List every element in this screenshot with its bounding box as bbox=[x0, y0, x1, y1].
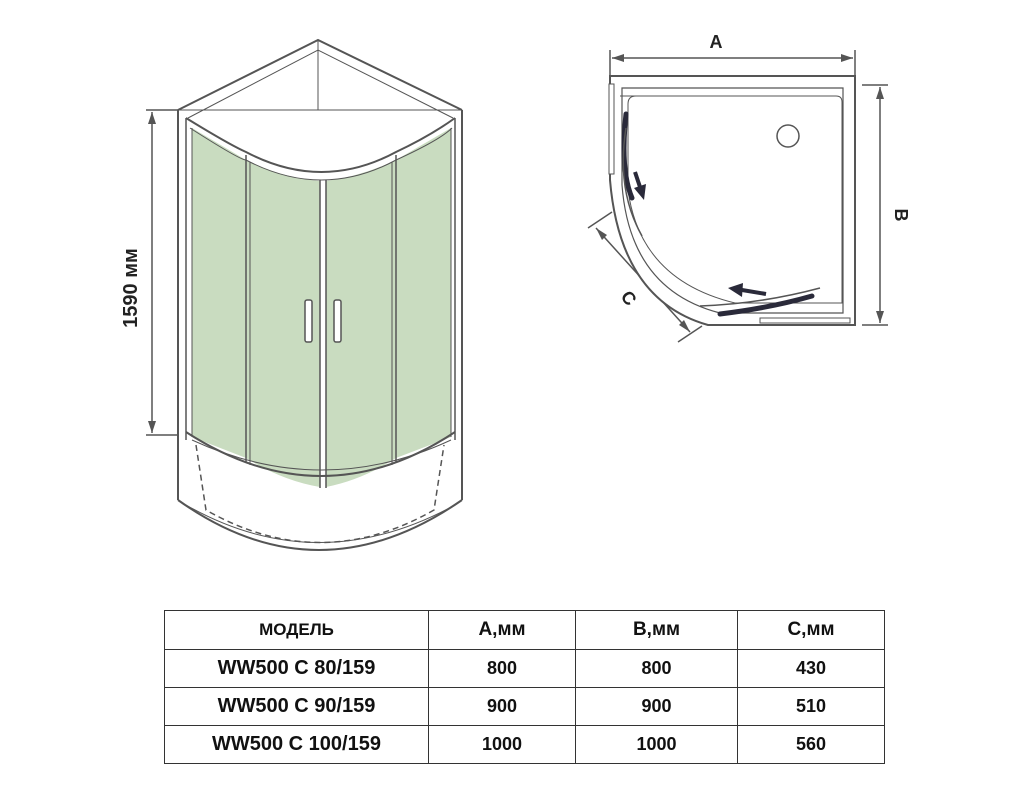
glass-panel-left bbox=[192, 128, 246, 458]
shower-cabin-top-view bbox=[587, 50, 888, 343]
cell-c: 560 bbox=[737, 725, 885, 764]
tray-outline-dashed bbox=[195, 444, 445, 544]
cell-c: 510 bbox=[737, 687, 885, 726]
table-row: WW500 C 100/159 1000 1000 560 bbox=[164, 725, 885, 764]
cell-a: 1000 bbox=[428, 725, 576, 764]
shower-cabin-front-view bbox=[177, 38, 463, 551]
cell-model: WW500 C 100/159 bbox=[164, 725, 429, 764]
header-c: C,мм bbox=[737, 610, 885, 650]
table-header-row: МОДЕЛЬ A,мм B,мм C,мм bbox=[164, 610, 885, 650]
cell-model: WW500 C 90/159 bbox=[164, 687, 429, 726]
dimension-a-label: A bbox=[710, 32, 723, 52]
cell-b: 900 bbox=[575, 687, 738, 726]
slide-direction-arrow-down bbox=[633, 171, 646, 200]
height-label: 1590 мм bbox=[120, 248, 142, 328]
door-handle-right bbox=[333, 299, 342, 343]
table-row: WW500 C 80/159 800 800 430 bbox=[164, 649, 885, 688]
table-row: WW500 C 90/159 900 900 510 bbox=[164, 687, 885, 726]
header-b: B,мм bbox=[575, 610, 738, 650]
cell-model: WW500 C 80/159 bbox=[164, 649, 429, 688]
dimension-c-label: C bbox=[617, 287, 641, 310]
slide-direction-arrow-left bbox=[728, 283, 767, 297]
glass-panel-door-left bbox=[246, 160, 320, 487]
model-dimensions-table: МОДЕЛЬ A,мм B,мм C,мм WW500 C 80/159 800… bbox=[164, 610, 885, 764]
height-dimension bbox=[146, 109, 178, 436]
dimension-b-label: B bbox=[891, 209, 911, 222]
cell-c: 430 bbox=[737, 649, 885, 688]
cell-a: 800 bbox=[428, 649, 576, 688]
cell-b: 1000 bbox=[575, 725, 738, 764]
drain-icon bbox=[776, 124, 800, 148]
header-model: МОДЕЛЬ bbox=[164, 610, 429, 650]
glass-panel-door-right bbox=[326, 160, 396, 487]
shower-cabin-diagram: 1590 мм bbox=[120, 32, 911, 551]
cell-b: 800 bbox=[575, 649, 738, 688]
glass-panel-right bbox=[396, 128, 451, 458]
cell-a: 900 bbox=[428, 687, 576, 726]
door-handle-left bbox=[304, 299, 313, 343]
header-a: A,мм bbox=[428, 610, 576, 650]
